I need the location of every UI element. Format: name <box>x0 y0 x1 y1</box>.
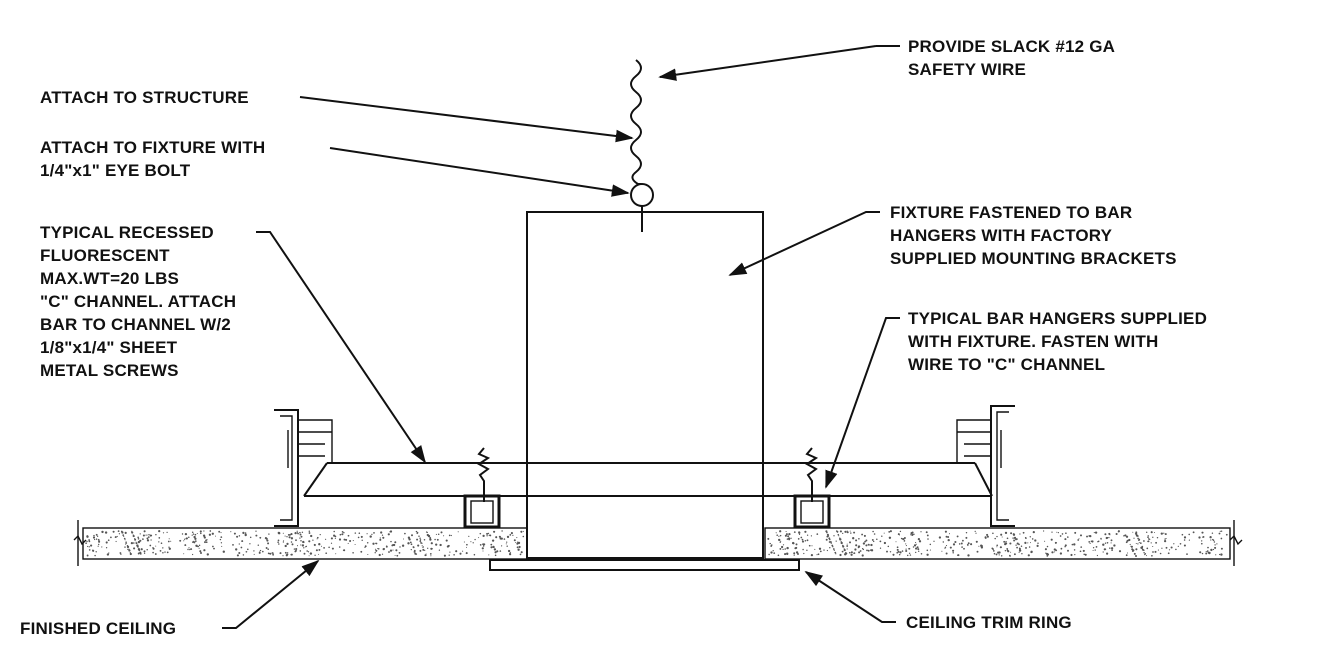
label-fastened-2: HANGERS WITH FACTORY <box>890 226 1113 245</box>
label-safety-wire-1: PROVIDE SLACK #12 GA <box>908 37 1115 56</box>
finished-ceiling-left <box>73 520 528 566</box>
label-recessed-3: MAX.WT=20 LBS <box>40 269 179 288</box>
label-eye-bolt-2: 1/4"x1" EYE BOLT <box>40 161 191 180</box>
label-eye-bolt-1: ATTACH TO FIXTURE WITH <box>40 138 265 157</box>
leader-safety-wire <box>658 45 877 81</box>
finished-ceiling-right <box>764 520 1243 566</box>
label-finished-ceiling: FINISHED CEILING <box>20 619 176 638</box>
leader-recessed <box>256 231 427 464</box>
leader-eye-bolt <box>329 147 630 197</box>
label-recessed-6: 1/8"x1/4" SHEET <box>40 338 178 357</box>
label-recessed-4: "C" CHANNEL. ATTACH <box>40 292 236 311</box>
label-fastened-3: SUPPLIED MOUNTING BRACKETS <box>890 249 1177 268</box>
label-recessed-1: TYPICAL RECESSED <box>40 223 214 242</box>
label-bar-hangers-1: TYPICAL BAR HANGERS SUPPLIED <box>908 309 1207 328</box>
label-bar-hangers-2: WITH FIXTURE. FASTEN WITH <box>908 332 1159 351</box>
label-attach-structure: ATTACH TO STRUCTURE <box>40 88 249 107</box>
fluorescent-fixture <box>526 211 764 559</box>
support-channel-right <box>793 447 831 529</box>
leader-bar-hangers <box>825 317 900 489</box>
label-trim-ring: CEILING TRIM RING <box>906 613 1072 632</box>
bar-hanger <box>303 462 993 497</box>
eye-bolt <box>630 183 654 207</box>
label-safety-wire-2: SAFETY WIRE <box>908 60 1026 79</box>
safety-wire <box>630 59 642 185</box>
leader-trim-ring <box>804 571 896 623</box>
leader-attach-structure <box>299 96 634 143</box>
label-recessed-7: METAL SCREWS <box>40 361 179 380</box>
label-recessed-5: BAR TO CHANNEL W/2 <box>40 315 231 334</box>
label-bar-hangers-3: WIRE TO "C" CHANNEL <box>908 355 1105 374</box>
label-recessed-2: FLUORESCENT <box>40 246 170 265</box>
ceiling-trim-ring <box>489 559 800 571</box>
label-fastened-1: FIXTURE FASTENED TO BAR <box>890 203 1132 222</box>
support-channel-left <box>463 447 501 529</box>
c-channel-left <box>274 409 333 527</box>
leader-fixture-fastened <box>728 211 880 276</box>
leader-finished-ceiling <box>222 559 320 629</box>
c-channel-right <box>956 405 1015 527</box>
